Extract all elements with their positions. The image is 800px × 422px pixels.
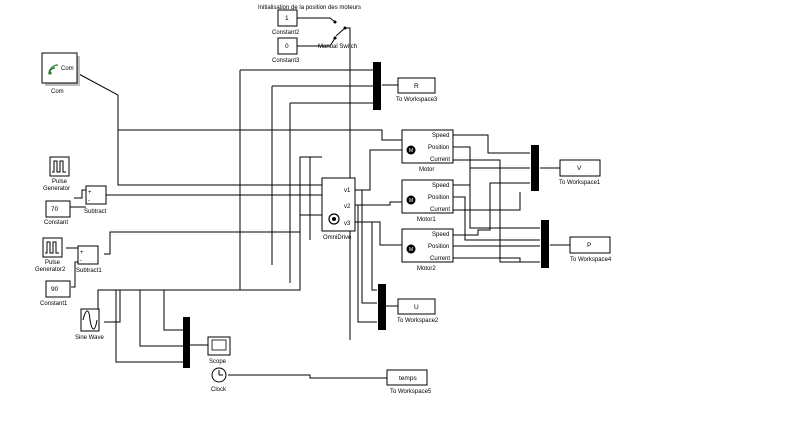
pulse-icon (45, 241, 59, 254)
com-icon-text: Com (61, 66, 74, 72)
com-block[interactable]: Com Com (41, 52, 80, 95)
to-workspace4-block[interactable]: P To Workspace4 (569, 236, 612, 263)
constant2-label: Constant2 (272, 30, 300, 36)
constant1-block[interactable]: 90 Constant1 (40, 280, 71, 307)
signal-lines (66, 17, 570, 379)
motor-block[interactable]: M Speed Position Current Motor (401, 129, 454, 173)
motor2-block[interactable]: M Speed Position Current Motor2 (401, 228, 454, 272)
motor-label: Motor (419, 167, 434, 173)
motor-port-current: Current (430, 157, 450, 163)
constant3-block[interactable]: 0 Constant3 (272, 37, 300, 64)
subtract1-minus: - (80, 258, 82, 264)
motor-port-position: Position (428, 145, 449, 151)
to-workspace2-var: U (414, 304, 419, 311)
omnidrive-label: OmniDrive (323, 235, 352, 241)
constant2-block[interactable]: 1 Constant2 (272, 9, 300, 36)
constant-value: 70 (51, 206, 59, 213)
motor1-port-current: Current (430, 207, 450, 213)
mux-bar-r[interactable] (373, 62, 381, 110)
wifi-icon (48, 64, 59, 75)
pulse-icon (52, 160, 66, 173)
constant3-label: Constant3 (272, 58, 300, 64)
constant2-value: 1 (285, 15, 289, 22)
omnidrive-port-v1: v1 (344, 188, 351, 194)
motor2-port-current: Current (430, 256, 450, 262)
motor2-port-speed: Speed (432, 232, 449, 238)
motor-port-speed: Speed (432, 133, 449, 139)
to-workspace5-label: To Workspace5 (390, 389, 432, 395)
scope-screen-icon (211, 339, 227, 351)
subtract1-plus: + (80, 250, 84, 256)
pulse-generator-block[interactable]: Pulse Generator (43, 156, 70, 192)
mux-bar-p[interactable] (541, 220, 549, 268)
motor2-label: Motor2 (417, 266, 436, 272)
motor1-label: Motor1 (417, 217, 436, 223)
mux-bar-u[interactable] (378, 284, 386, 330)
com-label: Com (51, 89, 64, 95)
to-workspace5-var: temps (399, 375, 417, 382)
subtract1-block[interactable]: + - Subtract1 (76, 245, 102, 274)
omnidrive-port-v2: v2 (344, 204, 351, 210)
pulse-generator2-label-2: Generator2 (35, 267, 66, 273)
motor-icon: M (406, 145, 416, 155)
scope-label: Scope (209, 359, 227, 365)
constant-block[interactable]: 70 Constant (44, 200, 71, 226)
to-workspace2-block[interactable]: U To Workspace2 (397, 298, 439, 324)
manual-switch-block[interactable]: Manual Switch (318, 20, 357, 51)
to-workspace1-label: To Workspace1 (559, 180, 601, 186)
to-workspace3-label: To Workspace3 (396, 97, 438, 103)
omnidrive-port-v3: v3 (344, 221, 351, 227)
subtract-label: Subtract (84, 209, 107, 215)
svg-text:M: M (409, 198, 413, 204)
to-workspace4-var: P (587, 242, 591, 249)
mux-bar-v[interactable] (531, 145, 539, 191)
svg-text:M: M (409, 148, 413, 154)
motor2-port-position: Position (428, 244, 449, 250)
to-workspace4-label: To Workspace4 (570, 257, 612, 263)
to-workspace3-block[interactable]: R To Workspace3 (396, 77, 438, 103)
motor-icon: M (406, 195, 416, 205)
omniwheel-icon (328, 213, 340, 225)
manual-switch-label: Manual Switch (318, 44, 357, 50)
to-workspace1-var: V (577, 165, 582, 172)
to-workspace1-block[interactable]: V To Workspace1 (559, 159, 601, 186)
subtract-minus: - (88, 198, 90, 204)
motor1-block[interactable]: M Speed Position Current Motor1 (401, 179, 454, 223)
constant1-label: Constant1 (40, 301, 68, 307)
clock-block[interactable]: Clock (211, 367, 227, 393)
to-workspace5-block[interactable]: temps To Workspace5 (386, 369, 432, 395)
motor-icon: M (406, 244, 416, 254)
subtract-plus: + (88, 190, 92, 196)
subtract-block[interactable]: + - Subtract (84, 185, 107, 215)
scope-block[interactable]: Scope (207, 336, 231, 365)
clock-label: Clock (211, 387, 227, 393)
constant-label: Constant (44, 220, 68, 226)
mux-bar-scope[interactable] (183, 317, 190, 368)
pulse-generator2-block[interactable]: Pulse Generator2 (35, 237, 66, 273)
sine-wave-label: Sine Wave (75, 335, 104, 341)
omnidrive-block[interactable]: v1 v2 v3 OmniDrive (321, 177, 356, 241)
diagram-title: Initialisation de la position des moteur… (258, 5, 361, 11)
constant1-value: 90 (51, 286, 59, 293)
motor1-port-speed: Speed (432, 183, 449, 189)
to-workspace3-var: R (414, 83, 419, 90)
sine-wave-block[interactable]: Sine Wave (75, 308, 104, 341)
sine-icon (82, 310, 98, 330)
motor1-port-position: Position (428, 195, 449, 201)
pulse-generator2-label-1: Pulse (45, 260, 61, 266)
pulse-generator-label-2: Generator (43, 186, 70, 192)
pulse-generator-label-1: Pulse (52, 179, 68, 185)
constant3-value: 0 (285, 43, 289, 50)
subtract1-label: Subtract1 (76, 268, 102, 274)
svg-text:M: M (409, 247, 413, 253)
to-workspace2-label: To Workspace2 (397, 318, 439, 324)
